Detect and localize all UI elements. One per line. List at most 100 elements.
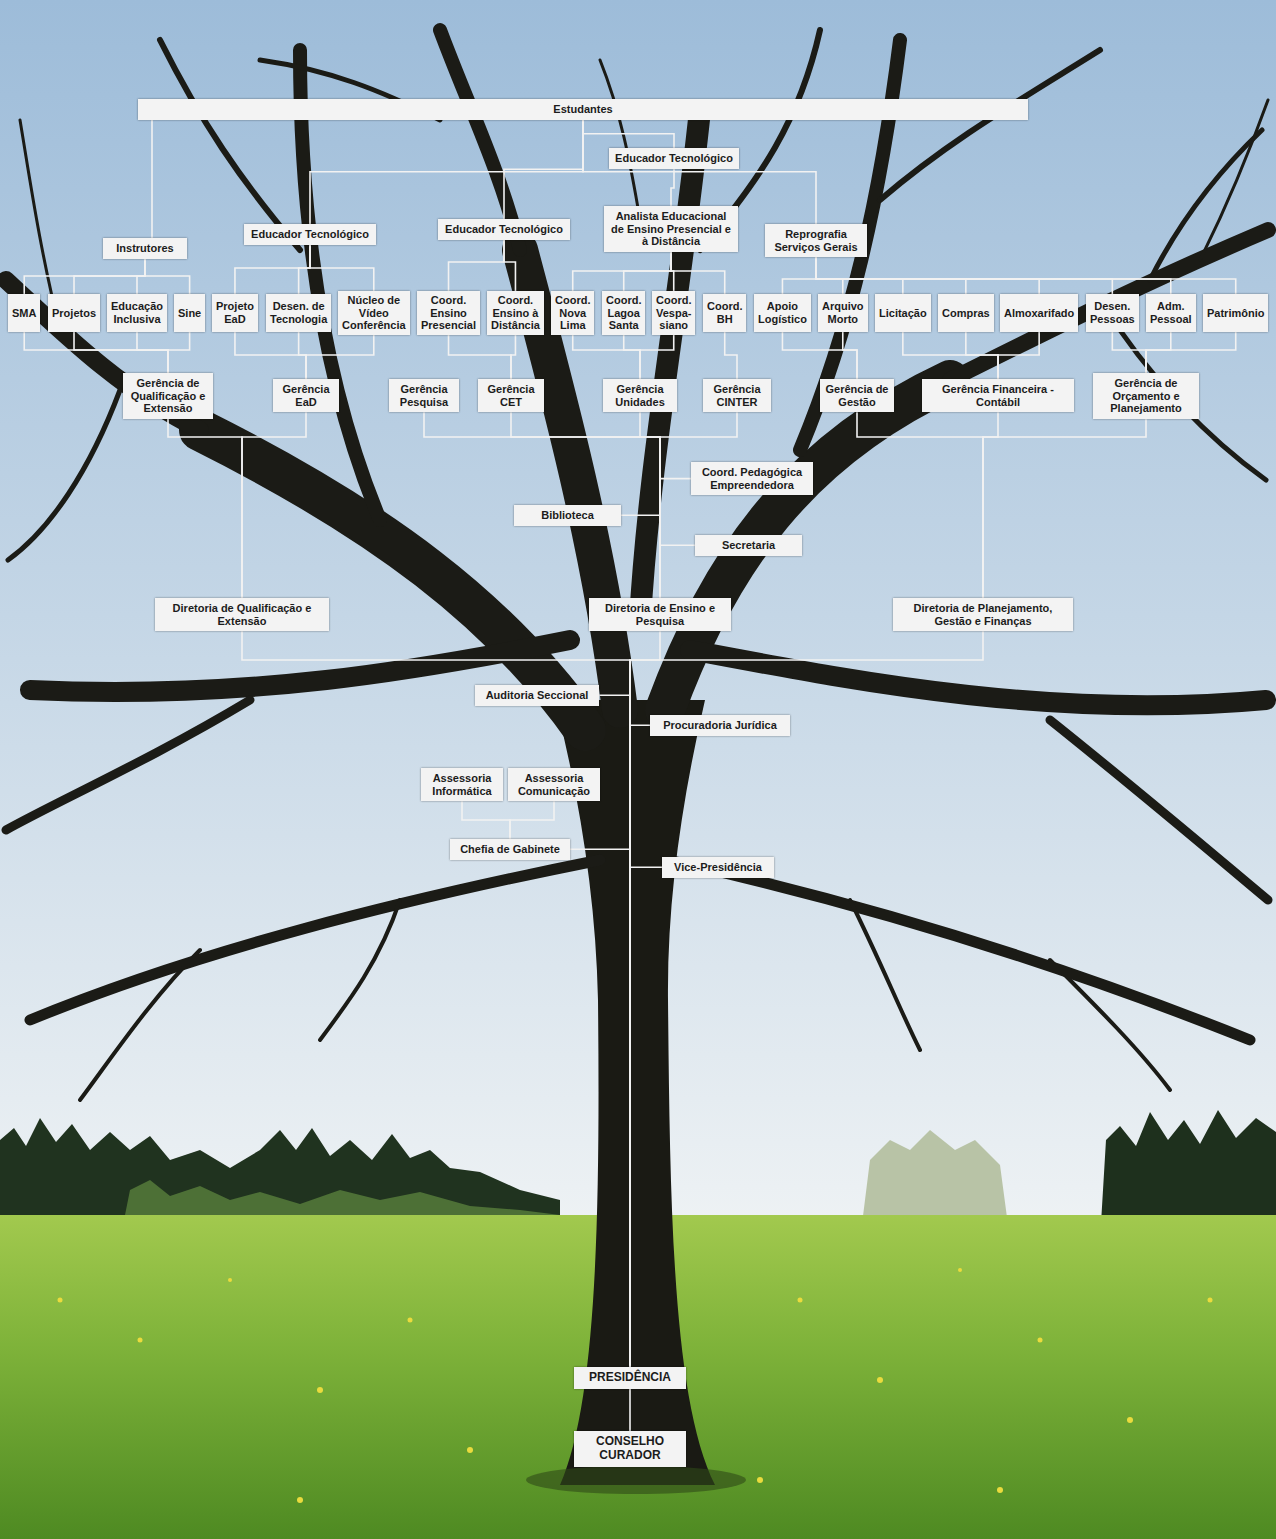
org-box: Gerência Pesquisa <box>389 379 459 412</box>
node-label: Apoio Logístico <box>758 300 807 325</box>
org-box: Educação Inclusiva <box>107 294 167 332</box>
org-box: Gerência CINTER <box>703 379 771 412</box>
org-box: SMA <box>8 294 40 332</box>
node-label: Sine <box>178 307 201 320</box>
org-box: CONSELHO CURADOR <box>574 1431 686 1467</box>
org-box: Sine <box>174 294 205 332</box>
node-label: Assessoria Informática <box>425 772 499 797</box>
node-label: Desen. Pessoas <box>1090 300 1135 325</box>
node-label: Assessoria Comunicação <box>512 772 596 797</box>
node-label: Coord. Ensino Presencial <box>421 294 476 332</box>
node-label: Coord. Vespa- siano <box>656 294 691 332</box>
org-box: Diretoria de Qualificação e Extensão <box>155 598 329 631</box>
connector <box>671 169 674 206</box>
org-box: Gerência de Gestão <box>820 379 894 412</box>
node-label: Analista Educacional de Ensino Presencia… <box>608 210 734 248</box>
tree-shadow <box>526 1466 746 1494</box>
node-label: Auditoria Seccional <box>479 689 595 702</box>
org-box: Diretoria de Planejamento, Gestão e Fina… <box>893 598 1073 631</box>
connector <box>1146 332 1236 373</box>
org-box: Reprografia Serviços Gerais <box>765 224 867 257</box>
connector <box>624 252 671 291</box>
node-label: Vice-Presidência <box>666 861 770 874</box>
node-label: Diretoria de Planejamento, Gestão e Fina… <box>897 602 1069 627</box>
org-box: Educador Tecnológico <box>244 224 376 245</box>
node-label: Estudantes <box>142 103 1024 116</box>
connector <box>570 849 630 1367</box>
connector <box>74 259 145 294</box>
connector <box>449 240 504 291</box>
org-box: Gerência CET <box>478 379 544 412</box>
connector <box>449 335 511 379</box>
connector <box>1146 332 1171 373</box>
node-label: Educador Tecnológico <box>613 152 735 165</box>
org-box: Gerência Financeira - Contábil <box>922 379 1074 412</box>
node-label: Coord. BH <box>707 300 742 325</box>
connector <box>857 412 983 598</box>
connector <box>782 257 816 294</box>
connector <box>660 479 691 598</box>
org-box: Gerência Unidades <box>603 379 677 412</box>
org-box: Diretoria de Ensino e Pesquisa <box>589 598 731 631</box>
node-label: Projeto EaD <box>216 300 254 325</box>
connector <box>504 120 583 219</box>
connector <box>24 259 145 294</box>
org-box: Educador Tecnológico <box>438 219 570 240</box>
node-label: Diretoria de Ensino e Pesquisa <box>593 602 727 627</box>
node-label: Gerência de Gestão <box>824 383 890 408</box>
connector <box>671 252 725 294</box>
org-box: Coord. Nova Lima <box>551 291 594 335</box>
org-box: Estudantes <box>138 99 1028 120</box>
node-label: Gerência CET <box>482 383 540 408</box>
connector <box>74 332 168 373</box>
node-label: Coord. Lagoa Santa <box>606 294 641 332</box>
node-label: Gerência Unidades <box>607 383 673 408</box>
node-label: Instrutores <box>107 242 183 255</box>
node-label: Patrimônio <box>1207 307 1264 320</box>
org-box: Coord. Pedagógica Empreendedora <box>691 462 813 495</box>
tree-trunk <box>555 700 715 1485</box>
connector <box>573 252 671 291</box>
org-box: Desen. Pessoas <box>1086 294 1139 332</box>
connector <box>816 257 1171 294</box>
node-label: Licitação <box>879 307 927 320</box>
node-label: Gerência Pesquisa <box>393 383 455 408</box>
connector <box>310 120 583 224</box>
org-box: Coord. Ensino Presencial <box>417 291 480 335</box>
node-label: Núcleo de Vídeo Conferência <box>342 294 406 332</box>
connector <box>816 257 1039 294</box>
org-box: Educador Tecnológico <box>609 148 739 169</box>
org-box: Biblioteca <box>514 505 621 526</box>
node-label: Educador Tecnológico <box>442 223 566 236</box>
node-label: Gerência Financeira - Contábil <box>926 383 1070 408</box>
org-box: Desen. de Tecnologia <box>266 294 331 332</box>
org-box: Coord. BH <box>703 294 746 332</box>
connector <box>151 120 153 238</box>
connector <box>462 801 510 839</box>
connector <box>816 257 1236 294</box>
connector <box>583 120 674 148</box>
node-label: Gerência EaD <box>277 383 335 408</box>
org-box: Coord. Ensino à Distância <box>487 291 544 335</box>
connector <box>137 259 145 294</box>
connector <box>306 335 374 379</box>
connector <box>168 332 190 373</box>
connector <box>511 412 660 598</box>
node-label: Desen. de Tecnologia <box>270 300 327 325</box>
connector <box>640 335 674 379</box>
connector <box>660 545 695 598</box>
node-label: Gerência CINTER <box>707 383 767 408</box>
org-box: Procuradoria Jurídica <box>650 715 790 736</box>
tree-branches <box>6 30 1268 1100</box>
connector <box>624 335 640 379</box>
node-label: Coord. Nova Lima <box>555 294 590 332</box>
node-label: Chefia de Gabinete <box>454 843 566 856</box>
connector <box>903 332 998 379</box>
node-label: Almoxarifado <box>1004 307 1074 320</box>
connector <box>599 695 630 1367</box>
connector <box>24 332 168 373</box>
org-box: Secretaria <box>695 535 802 556</box>
node-label: SMA <box>12 307 36 320</box>
node-label: Gerência de Orçamento e Planejamento <box>1097 377 1195 415</box>
